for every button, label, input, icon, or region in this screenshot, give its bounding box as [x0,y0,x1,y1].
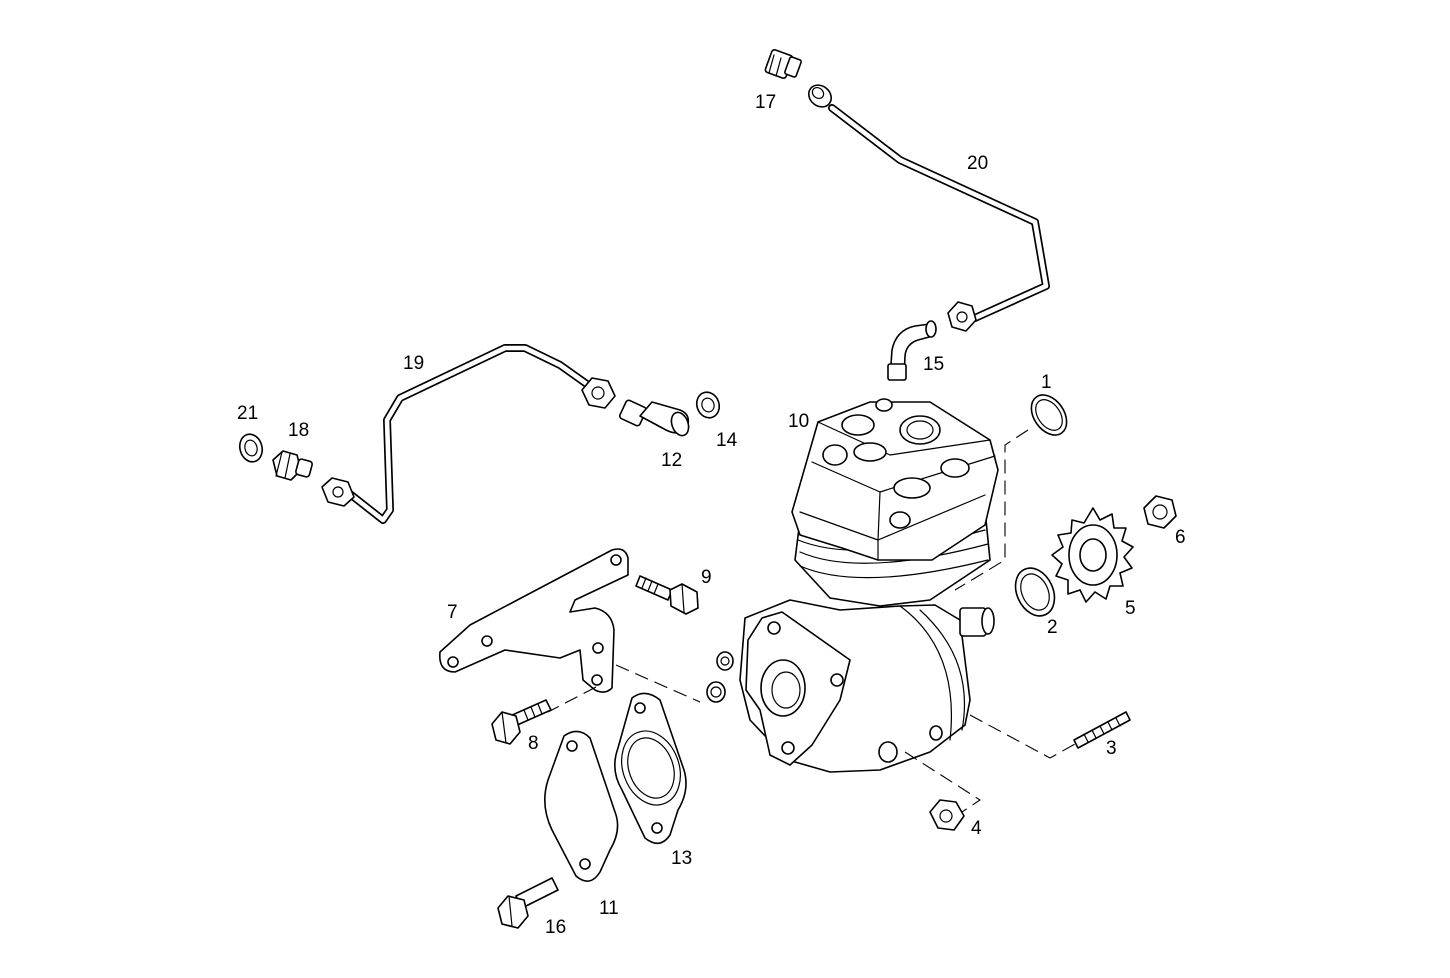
gasket-13 [614,692,687,845]
callout-labels: 1 2 3 4 5 6 7 8 9 10 11 12 13 14 15 16 1… [237,92,1186,938]
callout-8: 8 [528,733,539,754]
callout-3: 3 [1106,738,1117,759]
nut-6 [1143,495,1177,529]
elbow-fitting-15 [887,320,937,381]
callout-17: 17 [755,92,776,113]
washer-14 [695,391,721,419]
pipe-20-nut-bottom [947,301,977,332]
cover-plate-11 [544,730,619,882]
callout-15: 15 [923,354,944,375]
callout-19: 19 [403,353,424,374]
callout-7: 7 [447,602,458,623]
callout-13: 13 [671,848,692,869]
callout-6: 6 [1175,527,1186,548]
callout-14: 14 [716,430,738,451]
compressor-10 [706,398,999,773]
callout-4: 4 [971,818,982,839]
callout-11: 11 [599,898,619,919]
fitting-17 [764,49,802,79]
o-ring-1 [1030,394,1068,436]
callout-2: 2 [1047,617,1058,638]
callout-1: 1 [1041,372,1052,393]
pipe-19-nut-left [321,477,355,507]
callout-18: 18 [288,420,309,441]
pipe-19 [321,344,616,524]
elbow-fitting-12 [618,399,690,437]
bolt-9 [635,575,699,615]
callout-21: 21 [237,403,258,424]
pipe-19-nut-right [581,377,616,409]
callout-16: 16 [545,917,566,938]
callout-10: 10 [788,411,809,432]
gear-5 [1051,507,1134,603]
callout-12: 12 [661,450,682,471]
union-fitting-18 [272,450,313,481]
bolt-8 [491,699,552,745]
bracket-7 [438,548,629,693]
stud-3 [1073,711,1131,749]
nut-4 [929,799,965,831]
bolt-16 [497,877,559,929]
callout-5: 5 [1125,598,1136,619]
washer-21 [238,433,264,463]
callout-20: 20 [967,153,988,174]
pipe-20 [807,84,1050,332]
leader-lines [547,429,1076,813]
callout-9: 9 [701,567,712,588]
pipe-20-nut-top [807,84,833,108]
seal-ring-2 [1014,567,1056,617]
